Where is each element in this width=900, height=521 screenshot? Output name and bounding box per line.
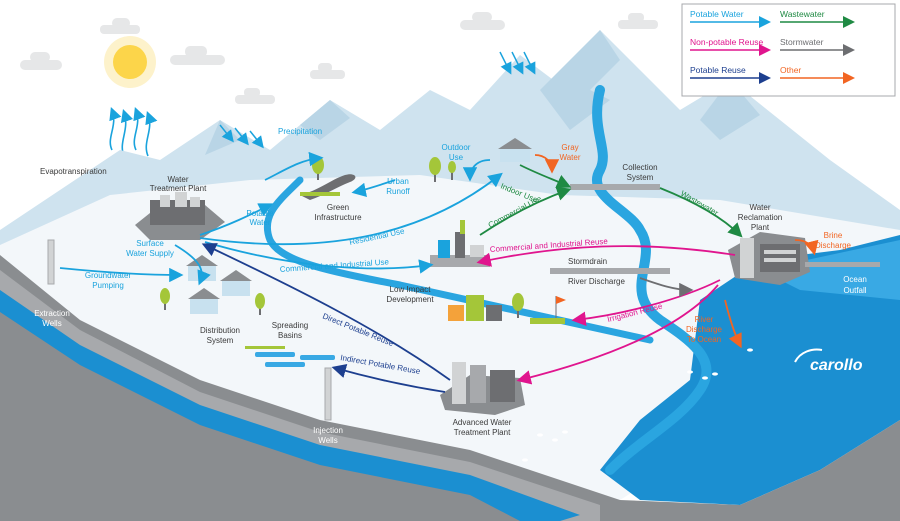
label-wtp-1: Water bbox=[167, 175, 188, 184]
label-spreading-1: Spreading bbox=[272, 321, 308, 330]
water-reclamation-plant-icon bbox=[728, 232, 810, 285]
other-flows bbox=[534, 154, 819, 349]
legend: Potable Water Wastewater Non-potable Reu… bbox=[681, 3, 896, 97]
label-potable-1: Potable bbox=[246, 209, 274, 218]
sun-icon bbox=[104, 36, 156, 88]
legend-stormwater: Stormwater bbox=[780, 37, 824, 47]
label-groundwater-2: Pumping bbox=[92, 281, 124, 290]
brand-text: carollo bbox=[810, 357, 863, 374]
label-river-ocean-1: River bbox=[695, 315, 714, 324]
legend-non-potable-reuse: Non-potable Reuse bbox=[690, 37, 764, 47]
label-spreading-2: Basins bbox=[278, 331, 302, 340]
water-treatment-plant-icon bbox=[135, 192, 225, 240]
factory-icon bbox=[430, 220, 490, 267]
tree-icon bbox=[160, 156, 524, 318]
label-green-1: Green bbox=[327, 203, 349, 212]
well-icon bbox=[47, 239, 332, 421]
carollo-logo: carollo bbox=[794, 348, 863, 374]
label-green-2: Infrastructure bbox=[314, 213, 362, 222]
label-potable-2: Water bbox=[249, 218, 270, 227]
label-brine-1: Brine bbox=[824, 231, 843, 240]
label-advanced-1: Advanced Water bbox=[453, 418, 512, 427]
label-distribution-2: System bbox=[207, 336, 234, 345]
legend-potable-water: Potable Water bbox=[690, 9, 744, 19]
advanced-treatment-plant-icon bbox=[440, 362, 525, 415]
wastewater-flows bbox=[479, 164, 743, 238]
label-precipitation: Precipitation bbox=[278, 127, 322, 136]
rain-icon bbox=[219, 51, 536, 149]
label-stormdrain: Stormdrain bbox=[568, 257, 607, 266]
label-river-ocean-2: Discharge bbox=[686, 325, 723, 334]
label-urban-2: Runoff bbox=[386, 187, 410, 196]
evaporation-arrows bbox=[109, 107, 158, 157]
collection-pipe bbox=[570, 184, 660, 190]
house-icon bbox=[186, 138, 532, 314]
label-extraction-2: Wells bbox=[42, 319, 61, 328]
label-ocean-1: Ocean bbox=[843, 275, 867, 284]
label-gray-2: Water bbox=[559, 153, 580, 162]
label-surface-1: Surface bbox=[136, 239, 164, 248]
label-reclamation-3: Plant bbox=[751, 223, 770, 232]
legend-other: Other bbox=[780, 65, 801, 75]
label-gray-1: Gray bbox=[561, 143, 578, 152]
spreading-basins-icon bbox=[245, 346, 335, 367]
label-outdoor-2: Use bbox=[449, 153, 464, 162]
legend-potable-reuse: Potable Reuse bbox=[690, 65, 746, 75]
label-reclamation-1: Water bbox=[749, 203, 770, 212]
non-potable-reuse-flows bbox=[476, 245, 736, 385]
label-injection-2: Wells bbox=[318, 436, 337, 445]
label-collection-1: Collection bbox=[622, 163, 657, 172]
label-injection-1: Injection bbox=[313, 426, 343, 435]
potable-water-flows bbox=[59, 151, 503, 286]
label-river-discharge: River Discharge bbox=[568, 277, 625, 286]
label-low-impact-1: Low Impact bbox=[390, 285, 432, 294]
label-outdoor-1: Outdoor bbox=[442, 143, 471, 152]
potable-reuse-flows bbox=[201, 243, 451, 393]
stormwater-flows bbox=[550, 268, 694, 298]
river bbox=[592, 85, 712, 475]
label-river-ocean-3: To Ocean bbox=[687, 335, 721, 344]
label-ocean-2: Outfall bbox=[843, 286, 866, 295]
low-impact-development-icon bbox=[448, 295, 502, 321]
flag-icon bbox=[530, 296, 566, 324]
label-distribution-1: Distribution bbox=[200, 326, 240, 335]
label-advanced-2: Treatment Plant bbox=[454, 428, 511, 437]
label-groundwater-1: Groundwater bbox=[85, 271, 132, 280]
legend-wastewater: Wastewater bbox=[780, 9, 825, 19]
label-collection-2: System bbox=[627, 173, 654, 182]
label-surface-2: Water Supply bbox=[126, 249, 174, 258]
label-extraction-1: Extraction bbox=[34, 309, 70, 318]
label-wtp-2: Treatment Plant bbox=[150, 184, 207, 193]
ocean bbox=[600, 235, 900, 505]
label-brine-2: Discharge bbox=[815, 241, 852, 250]
label-low-impact-2: Development bbox=[386, 295, 434, 304]
fish-icon bbox=[522, 348, 753, 462]
label-reclamation-2: Reclamation bbox=[738, 213, 782, 222]
label-urban-1: Urban bbox=[387, 177, 409, 186]
label-evapotranspiration: Evapotranspiration bbox=[40, 167, 107, 176]
